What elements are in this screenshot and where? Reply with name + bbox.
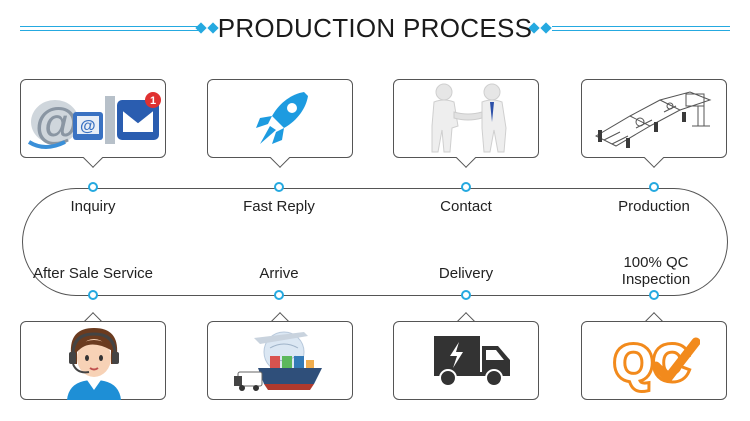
step-label-delivery: Delivery	[438, 265, 494, 282]
step-dot-fast-reply	[274, 182, 284, 192]
qc-icon: QC	[612, 328, 700, 394]
step-label-fast-reply: Fast Reply	[243, 198, 315, 215]
step-dot-contact	[461, 182, 471, 192]
step-card-arrive	[207, 321, 353, 400]
machine-icon	[590, 86, 720, 152]
step-dot-qc-inspection	[649, 290, 659, 300]
logistics-icon	[234, 326, 330, 396]
step-label-inquiry: Inquiry	[70, 198, 116, 215]
handshake-icon	[424, 82, 514, 156]
step-label-contact: Contact	[440, 198, 492, 215]
step-card-delivery	[393, 321, 539, 400]
rocket-icon	[252, 88, 312, 150]
email-icon: @ @ 1	[25, 86, 163, 152]
step-card-qc-inspection: QC	[581, 321, 727, 400]
support-agent-icon	[59, 324, 129, 400]
process-track	[22, 188, 728, 296]
step-card-after-sale-service	[20, 321, 166, 400]
svg-text:@: @	[35, 99, 78, 148]
svg-text:1: 1	[150, 95, 156, 107]
qc-label-line1: 100% QC	[623, 254, 689, 271]
step-label-production: Production	[618, 198, 690, 215]
qc-label-line2: Inspection	[621, 271, 691, 288]
step-dot-production	[649, 182, 659, 192]
step-card-contact	[393, 79, 539, 158]
step-label-after-sale-service: After Sale Service	[32, 265, 154, 282]
step-card-fast-reply	[207, 79, 353, 158]
step-label-arrive: Arrive	[259, 265, 299, 282]
step-card-production	[581, 79, 727, 158]
step-label-qc-inspection: 100% QC Inspection	[576, 254, 736, 288]
page-title: PRODUCTION PROCESS	[217, 13, 533, 43]
step-card-inquiry: @ @ 1	[20, 79, 166, 158]
truck-icon	[432, 334, 512, 388]
step-dot-arrive	[274, 290, 284, 300]
title-rule-left	[20, 26, 200, 31]
svg-text:@: @	[80, 118, 96, 135]
step-dot-after-sale-service	[88, 290, 98, 300]
title-rule-right	[552, 26, 730, 31]
step-dot-inquiry	[88, 182, 98, 192]
step-dot-delivery	[461, 290, 471, 300]
